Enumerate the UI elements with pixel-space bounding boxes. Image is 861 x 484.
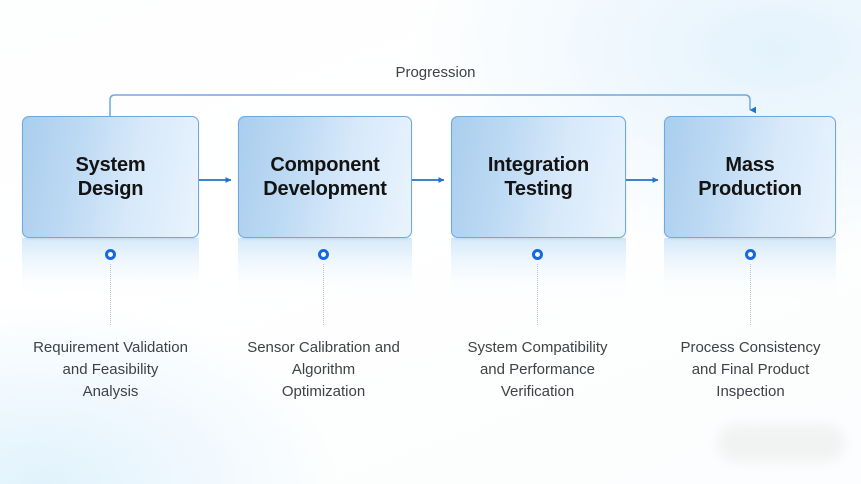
node-dot-icon-stage2[interactable] bbox=[318, 249, 329, 260]
stage-box-system-design[interactable]: System Design bbox=[22, 116, 199, 238]
node-dot-icon-stage4[interactable] bbox=[745, 249, 756, 260]
leader-line-stage1 bbox=[110, 264, 111, 325]
leader-line-stage3 bbox=[537, 264, 538, 325]
stage-caption-mass-production: Process Consistency and Final Product In… bbox=[680, 339, 821, 400]
stage-caption-component-development: Sensor Calibration and Algorithm Optimiz… bbox=[247, 339, 400, 400]
stage-caption-system-design: Requirement Validation and Feasibility A… bbox=[33, 339, 188, 400]
stage-box-component-development[interactable]: Component Development bbox=[238, 116, 412, 238]
progression-connector bbox=[109, 94, 757, 116]
node-dot-icon-stage3[interactable] bbox=[532, 249, 543, 260]
stage-title: Component Development bbox=[263, 153, 387, 200]
node-dot-icon-stage1[interactable] bbox=[105, 249, 116, 260]
leader-line-stage2 bbox=[323, 264, 324, 325]
background-watermark bbox=[718, 425, 844, 461]
stage-box-integration-testing[interactable]: Integration Testing bbox=[451, 116, 626, 238]
stage-caption-integration-testing: System Compatibility and Performance Ver… bbox=[467, 339, 608, 400]
leader-line-stage4 bbox=[750, 264, 751, 325]
stage-title: System Design bbox=[75, 153, 146, 200]
progression-label: Progression bbox=[395, 64, 476, 81]
stage-box-mass-production[interactable]: Mass Production bbox=[664, 116, 836, 238]
stage-title: Mass Production bbox=[698, 153, 802, 200]
stage-title: Integration Testing bbox=[487, 153, 590, 200]
